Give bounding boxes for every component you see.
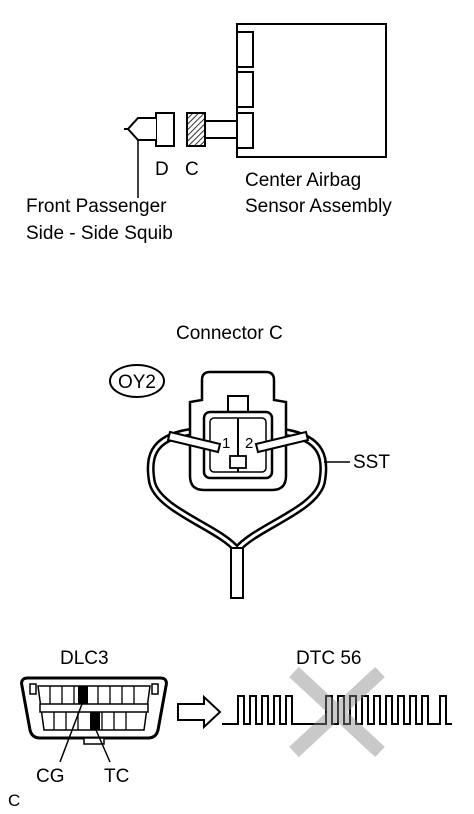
connector-code: OY2 <box>118 372 156 393</box>
connector-code-oval <box>109 364 165 398</box>
connector-c-block <box>186 112 206 147</box>
dlc3-pin-tc <box>90 712 100 730</box>
dlc3-mount-left <box>29 683 37 695</box>
sensor-port-3 <box>236 112 254 149</box>
connector-d-block <box>155 112 175 147</box>
assembly-label-line2: Sensor Assembly <box>245 196 392 217</box>
connector-latch <box>227 395 249 413</box>
sst-label: SST <box>353 452 390 473</box>
cg-leader <box>59 703 83 763</box>
sst-probe-left <box>166 430 222 454</box>
dlc3-pin-cg <box>78 686 88 704</box>
assembly-label-line1: Center Airbag <box>245 170 361 191</box>
not-output-x-icon <box>289 666 385 758</box>
sensor-assembly-section: D C Center Airbag Sensor Assembly Front … <box>26 23 392 244</box>
pin-1-label: 1 <box>222 435 230 452</box>
tc-label: TC <box>104 766 129 787</box>
sst-lead <box>230 547 244 599</box>
sst-probe-right <box>254 430 310 454</box>
connector-key <box>229 455 247 469</box>
squib-plug <box>126 117 156 141</box>
cg-label: CG <box>36 766 65 787</box>
dtc-label: DTC 56 <box>296 648 361 669</box>
connector-c-section: Connector C OY2 1 2 SST <box>109 323 390 599</box>
dlc3-center-bar <box>39 703 149 713</box>
dlc3-section: DLC3 DTC 56 CG <box>8 648 452 810</box>
dlc3-pins-bottom <box>53 712 127 730</box>
tc-leader <box>95 729 111 763</box>
dlc3-pins-top <box>49 686 135 704</box>
arrow-icon <box>177 694 222 730</box>
connector-c-label: C <box>185 159 199 180</box>
dlc3-tab <box>83 737 105 745</box>
dtc-waveform <box>222 695 452 725</box>
squib-label-line2: Side - Side Squib <box>26 223 173 244</box>
connector-c-title: Connector C <box>176 323 283 344</box>
dlc3-label: DLC3 <box>60 648 109 669</box>
sensor-port-1 <box>236 31 254 68</box>
connector-d-label: D <box>155 159 169 180</box>
center-airbag-sensor-box <box>236 23 387 158</box>
dlc3-mount-right <box>151 683 159 695</box>
sensor-port-2 <box>236 71 254 108</box>
squib-label-line1: Front Passenger <box>26 196 167 217</box>
pin-2-label: 2 <box>245 435 253 452</box>
figure-letter: C <box>8 791 20 810</box>
